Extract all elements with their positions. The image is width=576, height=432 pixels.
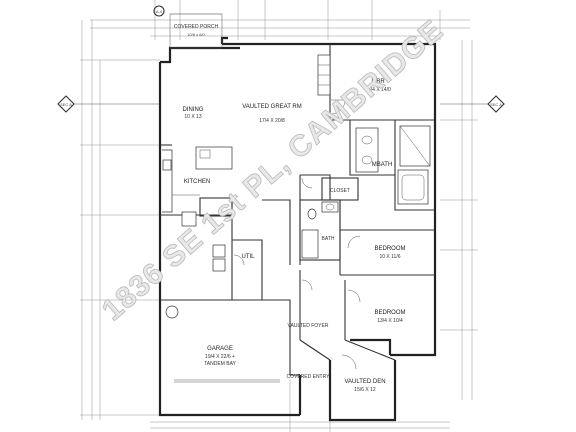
closet-label: CLOSET (330, 188, 350, 194)
interior-walls (160, 44, 435, 376)
mbr-size: 15/4 X 14/0 (365, 87, 391, 93)
doors (233, 99, 361, 370)
bedroom-2-size: 13/4 X 10/4 (377, 318, 403, 324)
dining-size: 10 X 13 (184, 114, 201, 120)
great-room-size: 17/4 X 20/8 (259, 118, 285, 124)
covered-porch: COVERED PORCH 10/6 x 6/0 (169, 13, 223, 49)
den-label: VAULTED DEN (344, 379, 385, 385)
svg-text:10/6 x 6/0: 10/6 x 6/0 (187, 32, 205, 37)
garage-size: 19/4 X 22/6 + (205, 354, 235, 360)
garage-note: TANDEM BAY (204, 361, 236, 367)
svg-text:SEC A: SEC A (60, 102, 72, 107)
mbr-label: MBR (371, 79, 385, 85)
bedroom-1-label: BEDROOM (374, 246, 405, 252)
right-dimension-lines (440, 40, 478, 400)
top-dimension-lines (90, 0, 470, 40)
section-marker-top: A-4 (153, 5, 165, 17)
kitchen-label: KITCHEN (184, 179, 210, 185)
entry-label: COVERED ENTRY (287, 374, 331, 380)
bedroom-2-label: BEDROOM (374, 310, 405, 316)
room-labels: DINING 10 X 13 VAULTED GREAT RM 17/4 X 2… (183, 79, 406, 393)
fixtures (162, 54, 431, 383)
garage-label: GARAGE (207, 346, 233, 352)
bottom-dimension-lines (150, 380, 450, 432)
section-marker-left: SEC A (57, 95, 160, 113)
den-size: 15/6 X 12 (354, 387, 376, 393)
bedroom-1-size: 10 X 11/6 (379, 254, 400, 260)
address-watermark: 1836 SE 1st PL, CAMBRIDGE (96, 14, 450, 328)
foyer-label: VAULTED FOYER (288, 323, 329, 329)
dining-label: DINING (183, 107, 204, 113)
section-marker-right: SEC A (440, 95, 505, 113)
great-room-label: VAULTED GREAT RM (242, 104, 302, 110)
mbath-label: MBATH (372, 162, 393, 168)
left-dimension-lines (80, 20, 160, 420)
bath-label: BATH (322, 236, 335, 242)
svg-text:A-4: A-4 (156, 9, 163, 14)
svg-text:COVERED PORCH: COVERED PORCH (174, 24, 219, 30)
util-label: UTIL (241, 254, 255, 260)
svg-text:SEC A: SEC A (490, 102, 502, 107)
